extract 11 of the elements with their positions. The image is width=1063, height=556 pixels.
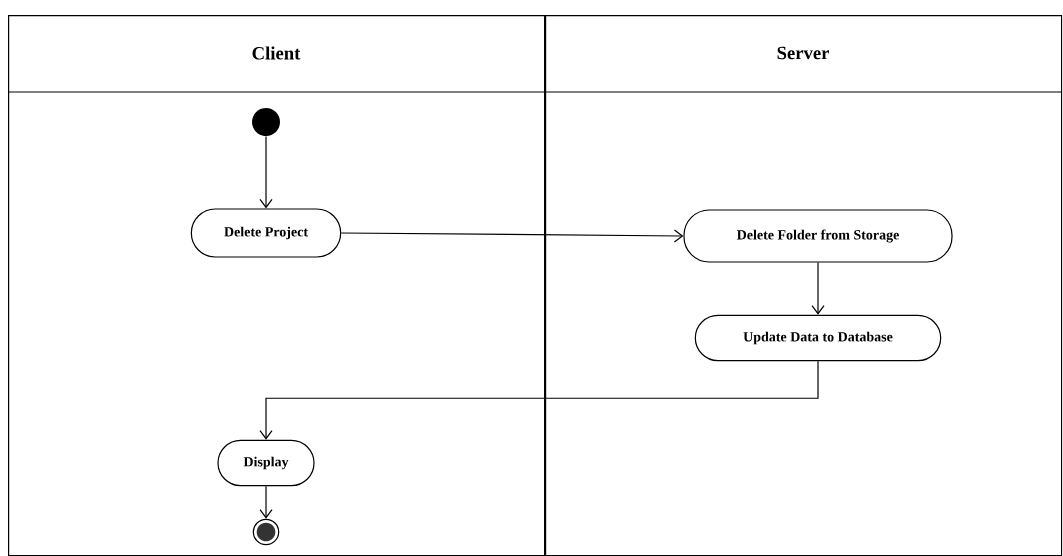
arrow	[340, 229, 684, 243]
action-box: Update Data to Database	[694, 314, 942, 362]
arrow	[259, 136, 273, 209]
action-box: Delete Project	[190, 208, 342, 258]
arrow	[259, 360, 819, 440]
arrow	[259, 485, 273, 519]
final-node	[252, 518, 280, 546]
initial-node	[252, 108, 280, 136]
action-box: Delete Folder from Storage	[683, 209, 953, 263]
action-box: Display	[217, 439, 315, 487]
arrow	[811, 262, 825, 315]
